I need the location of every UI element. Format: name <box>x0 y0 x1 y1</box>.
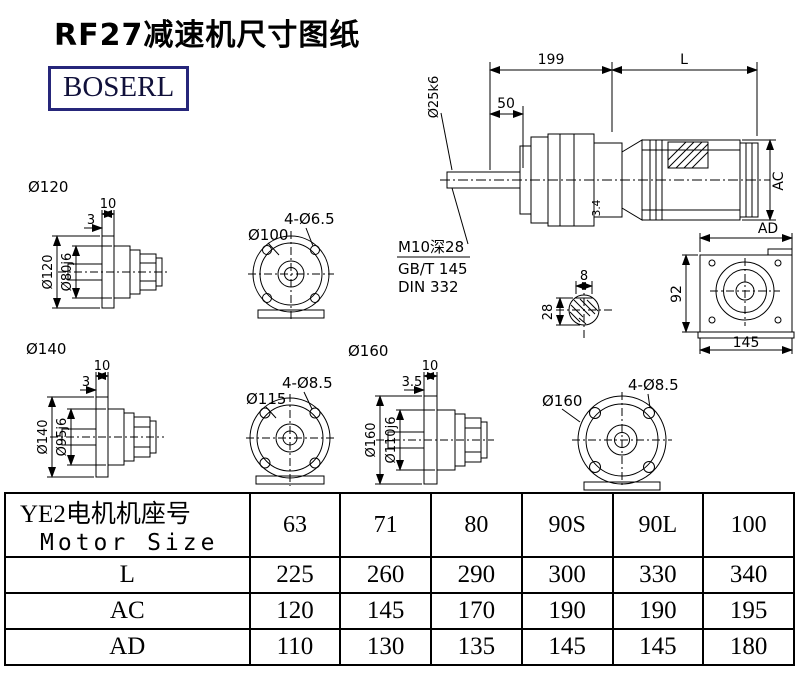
flange-160-label: Ø160 <box>348 342 388 360</box>
flange-160-drawing <box>375 372 494 485</box>
front-115-holes-note: 4-Ø8.5 <box>282 374 333 392</box>
dim-AD: AD <box>758 221 778 237</box>
flange-160-pilot-diameter: Ø110j6 <box>384 417 399 464</box>
front-160-label: Ø160 <box>542 392 582 410</box>
note-din-standard: DIN 332 <box>398 278 459 296</box>
table-cell: 290 <box>430 556 523 594</box>
table-cell: 145 <box>611 628 705 666</box>
table-cell: 110 <box>248 628 342 666</box>
note-thread: M10深28 <box>398 238 464 256</box>
front-115-drawing <box>246 391 334 486</box>
table-cell: 190 <box>611 592 705 630</box>
table-cell: 135 <box>430 628 523 666</box>
table-cell: 260 <box>339 556 433 594</box>
row-label: L <box>4 556 251 594</box>
front-160-drawing <box>561 392 672 491</box>
dim-50: 50 <box>497 96 515 112</box>
page-title: RF27减速机尺寸图纸 <box>54 18 361 53</box>
dim-3-4: 3.4 <box>591 199 603 216</box>
dim-shaft-diameter: Ø25k6 <box>427 76 442 119</box>
table-cell: 225 <box>248 556 342 594</box>
table-cell: 340 <box>702 556 795 594</box>
header-motor-size-cn: YE2电机机座号 <box>20 501 191 528</box>
row-label: AC <box>4 592 251 630</box>
end-view-drawing <box>682 233 795 354</box>
front-160-holes-note: 4-Ø8.5 <box>628 376 679 394</box>
note-gb-standard: GB/T 145 <box>398 260 468 278</box>
flange-140-pilot-diameter: Ø95j6 <box>55 418 70 457</box>
column-header: 100 <box>702 492 795 558</box>
flange-120-drawing <box>52 210 168 309</box>
column-header: 90L <box>611 492 705 558</box>
flange-160-diameter: Ø160 <box>364 422 379 457</box>
main-assembly-drawing <box>397 62 776 258</box>
brand-logo: BOSERL <box>48 66 190 111</box>
dim-L: L <box>680 52 688 68</box>
flange-160-dim-3-5: 3.5 <box>402 375 423 390</box>
shaft-section-drawing <box>556 281 612 338</box>
dim-199: 199 <box>538 52 565 68</box>
table-row-L: L 225 260 290 300 330 340 <box>4 556 795 594</box>
header-motor-size-en: Motor Size <box>40 530 219 556</box>
flange-140-label: Ø140 <box>26 340 66 358</box>
flange-160-dim-10: 10 <box>422 359 439 374</box>
flange-120-label: Ø120 <box>28 178 68 196</box>
table-cell: 145 <box>520 628 614 666</box>
flange-120-pilot-diameter: Ø80j6 <box>60 253 75 292</box>
flange-140-drawing <box>47 372 164 478</box>
table-cell: 180 <box>702 628 795 666</box>
table-row-AC: AC 120 145 170 190 190 195 <box>4 592 795 630</box>
table-cell: 130 <box>339 628 433 666</box>
flange-120-dim-10: 10 <box>100 197 117 212</box>
flange-140-dim-3: 3 <box>82 375 90 390</box>
dim-28: 28 <box>541 304 556 321</box>
front-100-label: Ø100 <box>248 226 288 244</box>
column-header: 80 <box>430 492 523 558</box>
front-100-drawing <box>248 227 334 320</box>
column-header: 90S <box>520 492 614 558</box>
table-row-AD: AD 110 130 135 145 145 180 <box>4 628 795 666</box>
table-cell: 170 <box>430 592 523 630</box>
table-cell: 195 <box>702 592 795 630</box>
flange-120-dim-3: 3 <box>87 213 95 228</box>
row-label: AD <box>4 628 251 666</box>
dim-AC: AC <box>771 171 787 190</box>
front-100-holes-note: 4-Ø6.5 <box>284 210 335 228</box>
column-header: 71 <box>339 492 433 558</box>
table-header-row: YE2电机机座号 Motor Size 63 71 80 90S 90L 100 <box>4 492 795 558</box>
flange-140-dim-10: 10 <box>94 359 111 374</box>
dim-92: 92 <box>669 285 685 303</box>
header-motor-size-cell: YE2电机机座号 Motor Size <box>4 492 251 558</box>
table-cell: 190 <box>520 592 614 630</box>
flange-140-diameter: Ø140 <box>36 419 51 454</box>
technical-drawing: 199 L 50 Ø25k6 AC 3.4 M10深28 GB/T 145 DI… <box>26 52 795 491</box>
flange-120-diameter: Ø120 <box>41 254 56 289</box>
front-115-label: Ø115 <box>246 390 286 408</box>
dim-145: 145 <box>733 335 760 351</box>
column-header: 63 <box>248 492 342 558</box>
table-cell: 120 <box>248 592 342 630</box>
dim-8: 8 <box>580 269 588 284</box>
table-cell: 145 <box>339 592 433 630</box>
motor-size-table: YE2电机机座号 Motor Size 63 71 80 90S 90L 100… <box>4 492 795 666</box>
table-cell: 300 <box>520 556 614 594</box>
table-cell: 330 <box>611 556 705 594</box>
